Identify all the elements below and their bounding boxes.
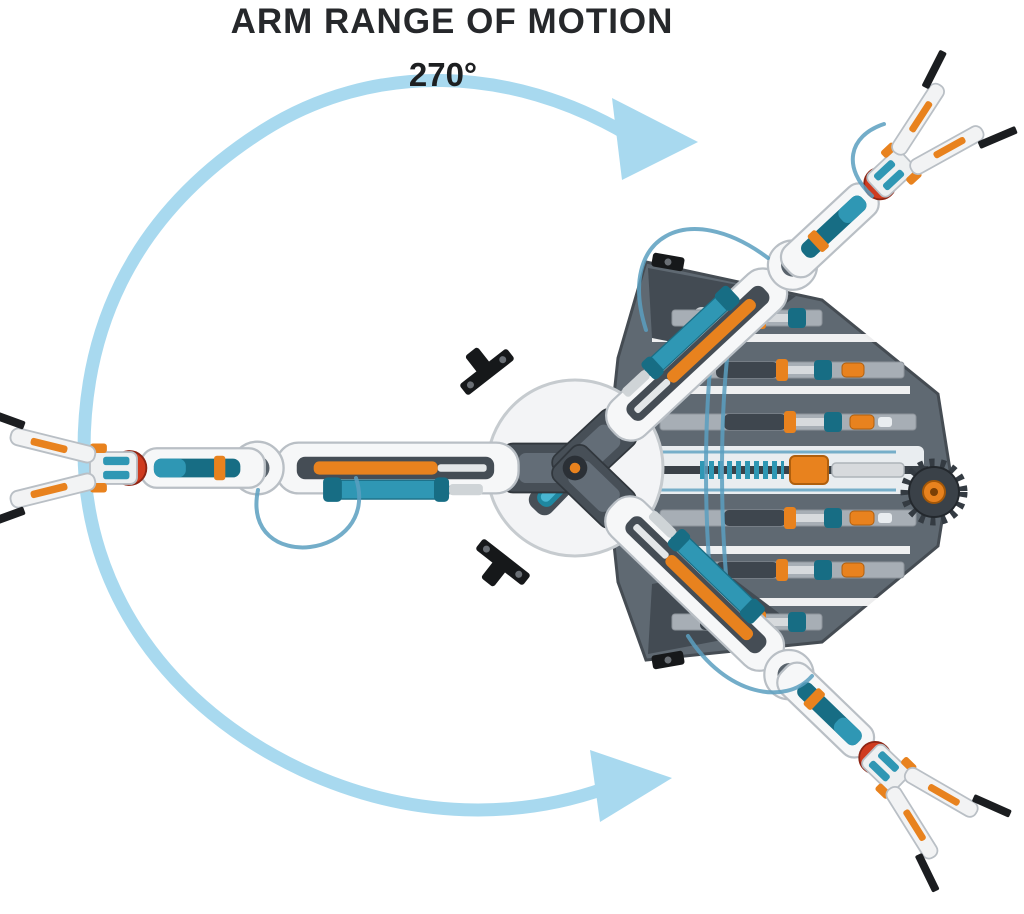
angle-label: 270° — [408, 56, 478, 93]
arc-path — [77, 73, 634, 817]
mounting-bracket — [476, 539, 530, 587]
gear-wheel — [900, 458, 968, 526]
hydraulic-cylinder-row — [659, 411, 917, 433]
arrowhead-bottom-icon — [590, 750, 672, 822]
page-title: ARM RANGE OF MOTION — [230, 2, 674, 41]
mounting-tab — [651, 252, 685, 272]
tube-loops — [254, 122, 886, 695]
mounting-tab — [651, 650, 685, 670]
center-actuator — [628, 450, 928, 492]
arrowhead-top-icon — [612, 98, 698, 180]
rotation-arc-arrow — [77, 73, 698, 822]
mounting-bracket — [460, 347, 514, 395]
mounting-brackets — [460, 252, 685, 670]
hydraulic-cylinder-row — [659, 507, 917, 529]
